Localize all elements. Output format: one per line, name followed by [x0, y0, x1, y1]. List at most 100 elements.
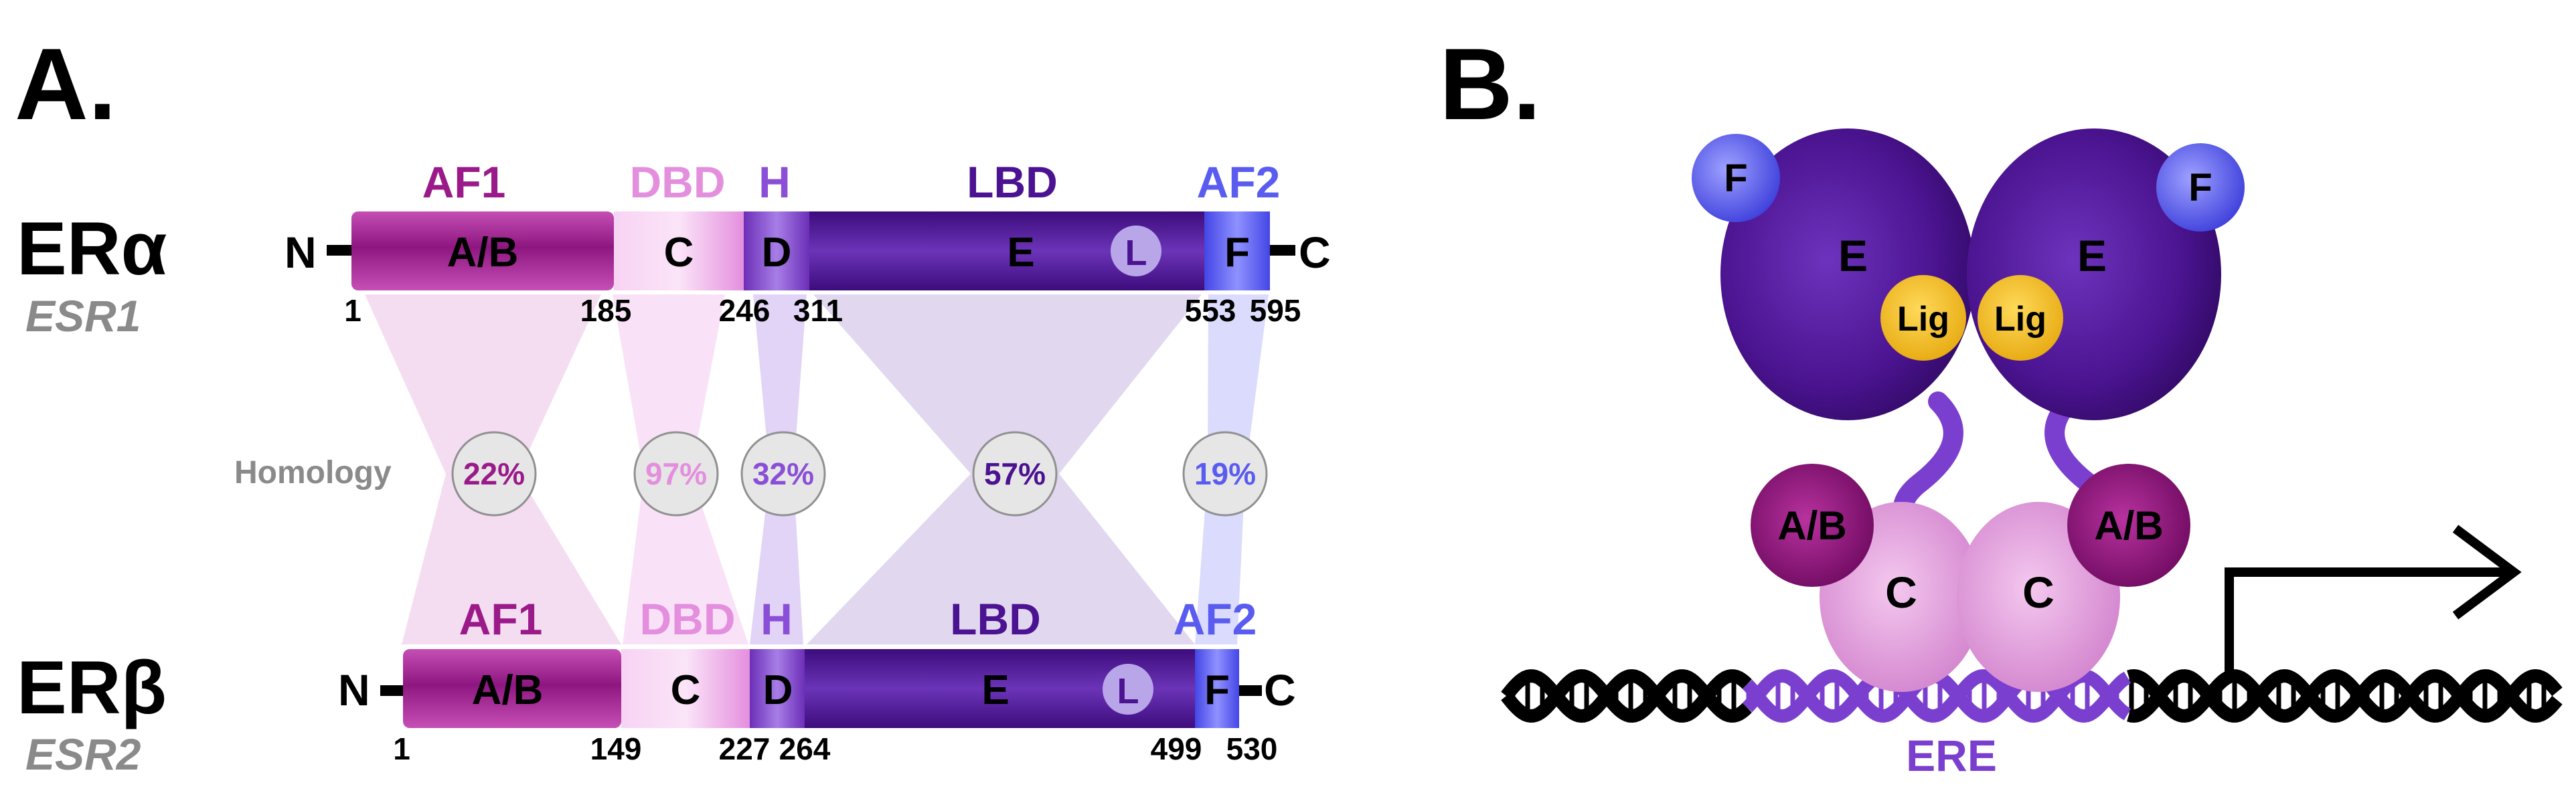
erb-pos-227: 227	[719, 731, 771, 766]
era-name: ERα	[17, 207, 167, 290]
erb-header-af2: AF2	[1174, 594, 1257, 644]
left-f-label: F	[1724, 157, 1747, 200]
era-row: ERα ESR1 AF1 DBD H LBD AF2 N C A/B C D E…	[17, 157, 1331, 341]
panel-a-label: A.	[15, 27, 116, 141]
erb-name: ERβ	[17, 646, 167, 729]
projection-hinge-top	[753, 294, 807, 474]
projection-af1-top	[365, 294, 601, 474]
right-f-label: F	[2188, 166, 2212, 209]
projection-lbd-bottom	[807, 474, 1195, 644]
homology-value-dbd: 97%	[645, 456, 707, 491]
erb-domain-f-box	[1195, 649, 1239, 728]
erb-c-terminus: C	[1264, 665, 1296, 715]
era-domain-f-box	[1204, 211, 1270, 290]
erb-header-af1: AF1	[459, 594, 543, 644]
era-n-line	[327, 245, 351, 256]
homology-value-af1: 22%	[463, 456, 525, 491]
erb-gene: ESR2	[25, 729, 141, 779]
er-monomer-left: F E Lig A/B C	[1692, 128, 1983, 692]
erb-domain-f-label: F	[1204, 667, 1230, 713]
right-e-label: E	[2077, 231, 2107, 280]
era-ligand-site-label: L	[1125, 233, 1147, 273]
homology-circle-af1	[451, 431, 537, 517]
era-c-terminus: C	[1299, 228, 1331, 277]
erb-domain-d-box	[750, 649, 805, 728]
projection-dbd-top	[613, 294, 725, 474]
era-gene: ESR1	[25, 291, 141, 341]
erb-headers: AF1 DBD H LBD AF2	[459, 594, 1257, 644]
era-headers: AF1 DBD H LBD AF2	[422, 157, 1281, 207]
era-positions: 1 185 246 311 553 595	[344, 293, 1301, 328]
erb-row: ERβ ESR2 AF1 DBD H LBD AF2 N C A/B C D E…	[17, 594, 1296, 779]
erb-header-hinge: H	[760, 594, 793, 644]
erb-domain-c-box	[621, 649, 750, 728]
transcription-start-arrow	[2225, 525, 2522, 683]
erb-header-dbd: DBD	[640, 594, 736, 644]
erb-domain-ab-label: A/B	[472, 667, 544, 713]
homology-circle-af2	[1182, 431, 1268, 517]
erb-positions: 1 149 227 264 499 530	[393, 731, 1277, 766]
era-c-line	[1270, 245, 1295, 256]
projection-af2-bottom	[1195, 474, 1245, 644]
era-domain-ab-box	[351, 211, 614, 290]
projection-hinge-bottom	[750, 474, 803, 644]
right-lig-label: Lig	[1994, 300, 2046, 339]
right-c-label: C	[2022, 567, 2055, 617]
right-ab-label: A/B	[2094, 503, 2163, 548]
left-ab-domain	[1751, 464, 1874, 587]
era-domain-d-label: D	[762, 230, 792, 276]
arrow-head	[2452, 525, 2522, 620]
erb-ligand-site-badge	[1103, 664, 1153, 715]
projection-af2-top	[1208, 294, 1269, 474]
erb-n-line	[380, 685, 403, 696]
erb-domain-ab-box	[403, 649, 621, 728]
era-pos-553: 553	[1185, 293, 1236, 328]
era-pos-595: 595	[1250, 293, 1301, 328]
erb-ligand-site-label: L	[1117, 671, 1139, 711]
ere-label: ERE	[1906, 731, 1997, 780]
era-pos-185: 185	[580, 293, 632, 328]
left-lig-label: Lig	[1897, 300, 1949, 339]
right-f-domain	[2156, 143, 2245, 232]
right-ab-domain	[2067, 464, 2190, 587]
panel-b-label: B.	[1439, 27, 1541, 141]
erb-domain-d-label: D	[763, 667, 793, 713]
era-domain-d-box	[744, 211, 809, 290]
arrow-shaft	[2225, 567, 2514, 683]
era-pos-246: 246	[719, 293, 771, 328]
left-ligand	[1880, 275, 1966, 361]
era-domain-ab-label: A/B	[447, 230, 519, 276]
erb-header-lbd: LBD	[950, 594, 1041, 644]
erb-n-terminus: N	[338, 665, 370, 715]
er-monomer-right: F E Lig A/B C	[1957, 128, 2245, 692]
homology-value-lbd: 57%	[984, 456, 1046, 491]
left-ab-label: A/B	[1777, 503, 1846, 548]
era-pos-311: 311	[793, 293, 843, 328]
erb-domain-e-label: E	[981, 667, 1009, 713]
era-header-dbd: DBD	[630, 157, 726, 207]
homology-circle-hinge	[740, 431, 826, 517]
homology-value-af2: 19%	[1194, 456, 1256, 491]
right-ligand	[1978, 275, 2063, 361]
era-pos-1: 1	[344, 293, 361, 328]
era-header-af1: AF1	[422, 157, 506, 207]
projection-af1-bottom	[402, 474, 621, 644]
projection-lbd-top	[813, 294, 1202, 474]
erb-pos-264: 264	[779, 731, 831, 766]
era-domain-f-label: F	[1224, 230, 1250, 276]
left-e-label: E	[1838, 231, 1868, 280]
dna-strand-2	[1501, 669, 2563, 723]
projection-dbd-bottom	[623, 474, 748, 644]
left-c-label: C	[1885, 567, 1917, 617]
era-domain-e-label: E	[1007, 230, 1034, 276]
left-f-domain	[1692, 134, 1780, 222]
erb-pos-530: 530	[1226, 731, 1278, 766]
homology-circle-lbd	[972, 431, 1058, 517]
erb-pos-149: 149	[590, 731, 642, 766]
homology-circle-dbd	[633, 431, 719, 517]
era-n-terminus: N	[285, 228, 317, 277]
era-domain-c-label: C	[664, 230, 694, 276]
homology-projections	[365, 294, 1269, 644]
erb-pos-1: 1	[393, 731, 410, 766]
